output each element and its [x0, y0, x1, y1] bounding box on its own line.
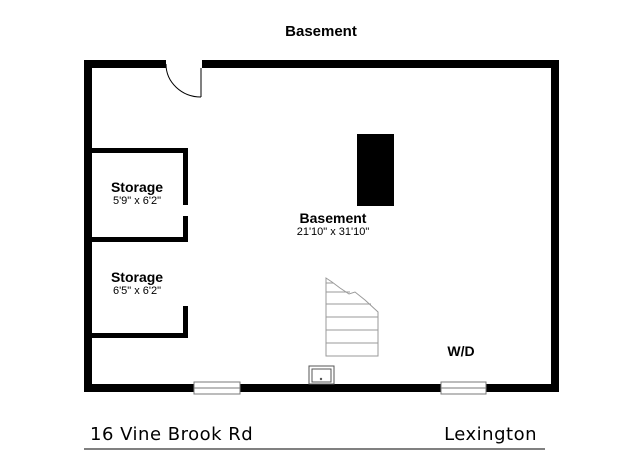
window-left [193, 381, 241, 395]
room-dimensions: 5'9" x 6'2" [113, 195, 161, 207]
room-dimensions: 6'5" x 6'2" [113, 285, 161, 297]
utility-sink [308, 365, 335, 385]
room-name: Basement [300, 210, 367, 226]
room-name: Storage [111, 269, 163, 285]
entry-door [165, 63, 202, 98]
storage-walls [92, 148, 188, 338]
staircase [325, 277, 379, 357]
city-text: Lexington [444, 424, 537, 445]
room-label-basement: Basement 21'10" x 31'10" [297, 210, 370, 238]
room-label-storage-2: Storage 6'5" x 6'2" [111, 269, 163, 297]
exterior-walls [84, 60, 559, 392]
window-right [440, 381, 487, 395]
room-name: Storage [111, 179, 163, 195]
room-dimensions: 21'10" x 31'10" [297, 226, 370, 238]
washer-dryer-label: W/D [447, 343, 474, 359]
room-label-storage-1: Storage 5'9" x 6'2" [111, 179, 163, 207]
floor-plan-title: Basement [285, 23, 357, 40]
address-text: 16 Vine Brook Rd [90, 424, 253, 445]
chimney-block [357, 134, 394, 206]
